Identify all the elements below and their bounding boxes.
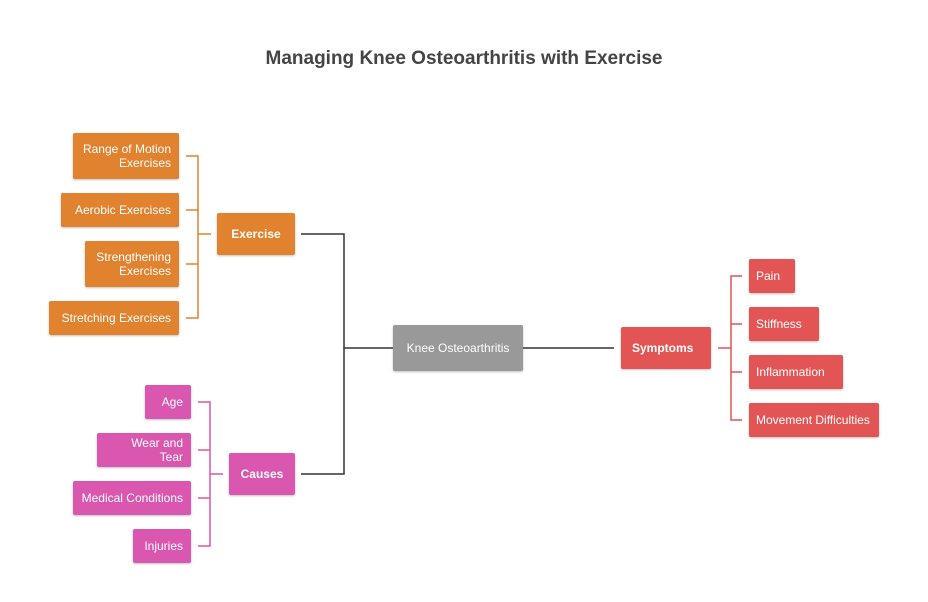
connector-causes-bracket bbox=[198, 401, 211, 547]
exercise-item-label: Range of Motion Exercises bbox=[82, 142, 171, 170]
symptoms-label: Symptoms bbox=[632, 341, 694, 355]
symptoms-item-label: Inflammation bbox=[756, 365, 825, 379]
causes-item-wear-and-tear: Wear and Tear bbox=[97, 433, 191, 467]
exercise-item-stretching: Stretching Exercises bbox=[49, 301, 179, 335]
connector-center-causes bbox=[301, 348, 345, 475]
exercise-item-aerobic: Aerobic Exercises bbox=[61, 193, 179, 227]
symptoms-item-label: Pain bbox=[756, 269, 781, 283]
symptoms-node: Symptoms bbox=[621, 327, 711, 369]
causes-item-label: Wear and Tear bbox=[131, 436, 183, 464]
exercise-item-label: Aerobic Exercises bbox=[74, 203, 171, 217]
causes-item-age: Age bbox=[145, 385, 191, 419]
symptoms-item-stiffness: Stiffness bbox=[749, 307, 819, 341]
causes-item-label: Age bbox=[161, 395, 183, 409]
causes-item-medical-conditions: Medical Conditions bbox=[73, 481, 191, 515]
exercise-item-strengthening: Strengthening Exercises bbox=[85, 241, 179, 287]
connector-center-exercise bbox=[301, 233, 393, 349]
symptoms-item-movement-difficulties: Movement Difficulties bbox=[749, 403, 879, 437]
causes-item-injuries: Injuries bbox=[133, 529, 191, 563]
causes-node: Causes bbox=[229, 453, 295, 495]
causes-label: Causes bbox=[240, 467, 284, 481]
center-label: Knee Osteoarthritis bbox=[406, 341, 510, 355]
center-node: Knee Osteoarthritis bbox=[393, 325, 523, 371]
symptoms-item-label: Movement Difficulties bbox=[756, 413, 870, 427]
symptoms-item-inflammation: Inflammation bbox=[749, 355, 843, 389]
symptoms-item-pain: Pain bbox=[749, 259, 795, 293]
exercise-node: Exercise bbox=[217, 213, 295, 255]
connector-exercise-bracket bbox=[186, 155, 199, 319]
causes-item-label: Injuries bbox=[144, 539, 183, 553]
exercise-label: Exercise bbox=[231, 227, 281, 241]
symptoms-item-label: Stiffness bbox=[756, 317, 802, 331]
causes-item-label: Medical Conditions bbox=[81, 491, 183, 505]
diagram-title: Managing Knee Osteoarthritis with Exerci… bbox=[265, 48, 663, 69]
exercise-item-range-of-motion: Range of Motion Exercises bbox=[73, 133, 179, 179]
exercise-item-label: Strengthening Exercises bbox=[96, 250, 171, 278]
exercise-item-label: Stretching Exercises bbox=[61, 311, 171, 325]
connector-symptoms-bracket bbox=[730, 275, 742, 421]
